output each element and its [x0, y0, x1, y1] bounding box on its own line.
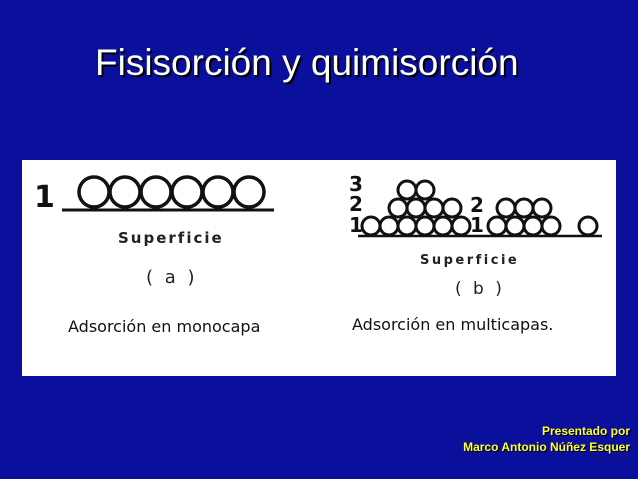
molecule	[201, 175, 235, 209]
panel-b-sub-label: ( b )	[455, 279, 505, 299]
molecule	[396, 215, 418, 237]
adsorption-figure: 1 Superficie ( a ) 3 2 1 2 1	[22, 160, 616, 376]
panel-b-layer-number-3: 3	[349, 172, 363, 196]
panel-a-layer-number: 1	[34, 180, 55, 215]
molecule	[405, 197, 427, 219]
panel-b-caption: Adsorción en multicapas.	[352, 315, 554, 334]
slide-title: Fisisorción y quimisorción	[95, 42, 519, 83]
panel-a-molecules	[77, 175, 266, 209]
panel-b-layer-number-2: 2	[349, 192, 363, 216]
molecule	[522, 215, 544, 237]
molecule	[108, 175, 142, 209]
panel-b-layer-number-1: 1	[349, 213, 363, 237]
credits: Presentado por Marco Antonio Núñez Esque…	[463, 423, 630, 455]
molecule	[139, 175, 173, 209]
molecule	[495, 197, 517, 219]
molecule	[504, 215, 526, 237]
molecule	[486, 215, 508, 237]
molecule	[387, 197, 409, 219]
molecule	[423, 197, 445, 219]
panel-b-middle-number-1: 1	[470, 213, 484, 237]
molecule	[170, 175, 204, 209]
molecule	[531, 197, 553, 219]
molecule	[450, 215, 472, 237]
molecule	[232, 175, 266, 209]
molecule	[414, 215, 436, 237]
molecule	[378, 215, 400, 237]
credits-author: Marco Antonio Núñez Esquer	[463, 440, 630, 454]
adsorption-diagram: 1 Superficie ( a ) 3 2 1 2 1	[34, 172, 602, 299]
molecule	[396, 179, 418, 201]
molecule	[414, 179, 436, 201]
panel-b-middle-number-2: 2	[470, 193, 484, 217]
panel-b-surface-label: Superficie	[420, 253, 519, 268]
panel-a-caption: Adsorción en monocapa	[68, 317, 261, 336]
panel-a-surface-label: Superficie	[118, 229, 224, 247]
credits-presented-by: Presentado por	[541, 424, 630, 438]
molecule	[360, 215, 382, 237]
molecule	[441, 197, 463, 219]
panel-a-sub-label: ( a )	[146, 267, 198, 288]
molecule	[513, 197, 535, 219]
molecule	[577, 215, 599, 237]
molecule	[77, 175, 111, 209]
molecule	[540, 215, 562, 237]
molecule	[432, 215, 454, 237]
